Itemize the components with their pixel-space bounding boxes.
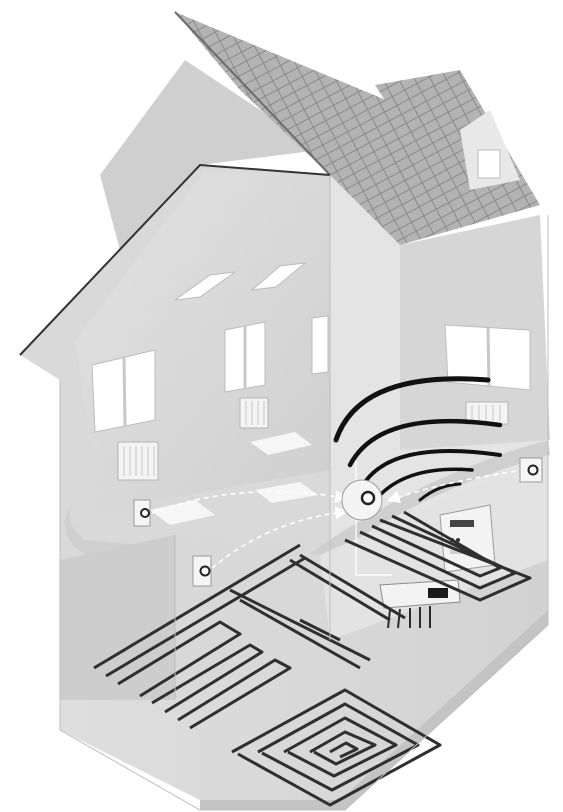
radiator-center — [240, 398, 268, 428]
thermostat-lower — [193, 556, 211, 586]
thermostat-right — [520, 458, 542, 482]
dormer-window — [478, 150, 500, 178]
thermostat-left — [134, 500, 150, 526]
radiator-left — [118, 442, 158, 480]
ground-front-left — [60, 535, 175, 700]
control-unit-display — [450, 520, 474, 527]
window-left — [92, 350, 155, 432]
window-center — [225, 322, 265, 392]
window-narrow — [312, 316, 328, 374]
manifold-display — [428, 588, 448, 598]
